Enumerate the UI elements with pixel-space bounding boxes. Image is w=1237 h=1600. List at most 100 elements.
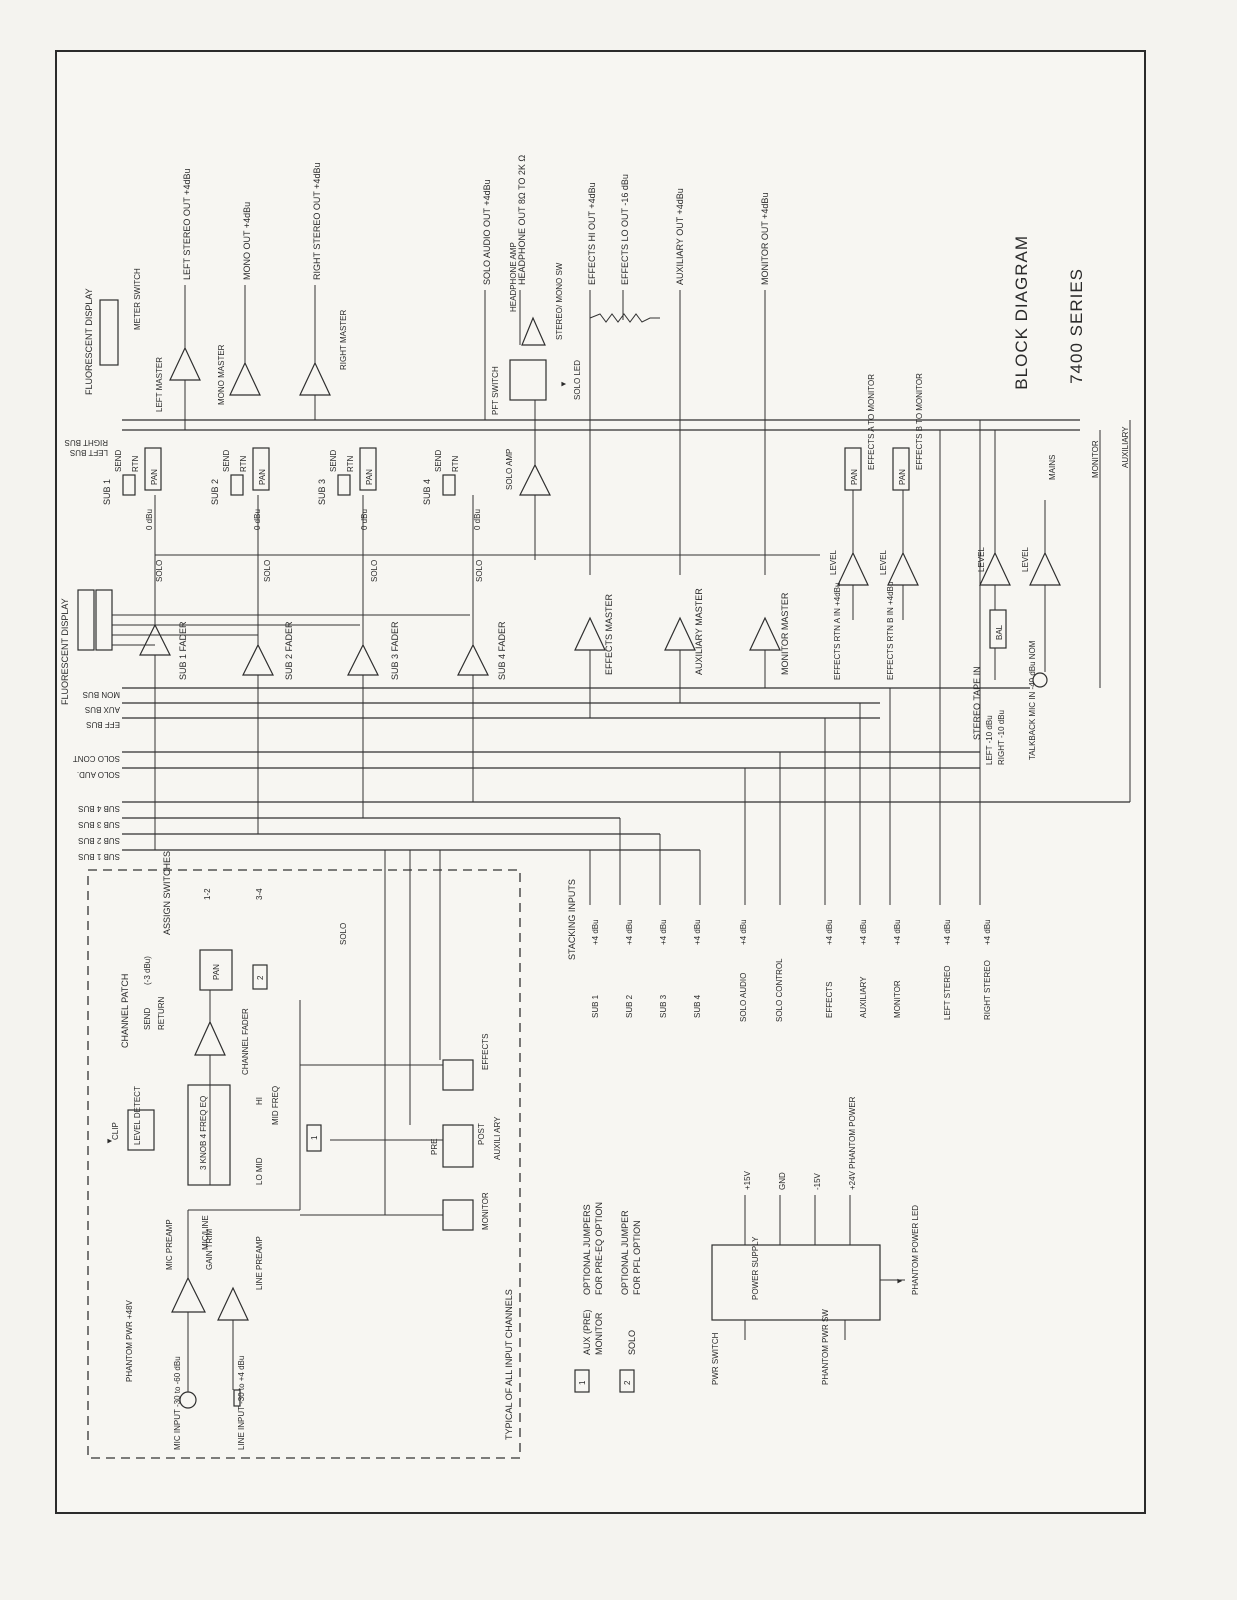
svg-text:SOLO: SOLO — [155, 560, 164, 582]
svg-text:+4 dBu: +4 dBu — [943, 919, 952, 945]
stacking-input: SUB 4 — [693, 994, 702, 1018]
solo-led-icon: ▼ — [559, 380, 568, 388]
svg-text:+4 dBu: +4 dBu — [693, 919, 702, 945]
svg-text:MONITOR: MONITOR — [481, 1192, 490, 1230]
meter-switch-label: METER SWITCH — [133, 268, 142, 330]
svg-text:LEVEL: LEVEL — [879, 550, 888, 575]
svg-text:PAN: PAN — [850, 469, 859, 485]
stereo-mono-label: STEREO/ MONO SW — [555, 262, 564, 340]
svg-text:+4 dBu: +4 dBu — [659, 919, 668, 945]
svg-text:-15V: -15V — [813, 1172, 822, 1190]
svg-text:PRE: PRE — [430, 1139, 439, 1155]
bus-label: MON BUS — [83, 690, 120, 699]
right-master-amp: RIGHT MASTER — [299, 309, 348, 396]
svg-text:MAINS: MAINS — [1048, 455, 1057, 480]
bus-label: RIGHT BUS — [65, 438, 108, 447]
svg-text:1: 1 — [578, 1380, 587, 1385]
svg-text:2: 2 — [623, 1380, 632, 1385]
svg-text:EFFECTS MASTER: EFFECTS MASTER — [604, 593, 614, 675]
power-supply-box — [711, 1244, 881, 1321]
bus-label: SUB 3 BUS — [78, 820, 120, 829]
svg-text:PAN: PAN — [212, 964, 221, 980]
svg-text:0 dBu: 0 dBu — [145, 509, 154, 530]
channel-patch-label: CHANNEL PATCH — [120, 974, 130, 1048]
svg-text:PHANTOM PWR SW: PHANTOM PWR SW — [821, 1309, 830, 1385]
svg-text:POWER SUPPLY: POWER SUPPLY — [751, 1236, 760, 1300]
solo-led-label: SOLO LED — [573, 360, 582, 400]
pfl-switch-label: PFT SWITCH — [491, 366, 500, 415]
svg-text:SUB 2 FADER: SUB 2 FADER — [284, 621, 294, 680]
effects-b-return: PAN EFFECTS B TO MONITOR LEVEL EFFECTS R… — [879, 373, 924, 680]
stacking-input: MONITOR — [893, 980, 902, 1018]
svg-text:SEND: SEND — [434, 450, 443, 472]
top-buses: RIGHT BUS LEFT BUS — [65, 419, 1080, 457]
svg-text:AUXILI ARY: AUXILI ARY — [493, 1116, 502, 1160]
svg-text:MONO MASTER: MONO MASTER — [217, 344, 226, 405]
sub-3-section: SUB 3 SEND RTN PAN 0 dBu SUB 3 FADER SOL… — [317, 447, 400, 818]
mic-input-label: MIC INPUT -30 to -60 dBu — [173, 1356, 182, 1450]
svg-text:PAN: PAN — [898, 469, 907, 485]
output-label: AUXILIARY OUT +4dBu — [675, 188, 685, 285]
output-label: MONO OUT +4dBu — [242, 202, 252, 280]
svg-text:LEVEL: LEVEL — [977, 547, 986, 572]
sub-1-section: SUB 1 SEND RTN PAN 0 dBu SUB 1 FADER SOL… — [102, 447, 188, 850]
bus-label: SUB 1 BUS — [78, 852, 120, 861]
svg-text:SEND: SEND — [329, 450, 338, 472]
svg-text:3 KNOB 4 FREQ EQ: 3 KNOB 4 FREQ EQ — [199, 1096, 208, 1170]
svg-text:SUB 4 FADER: SUB 4 FADER — [497, 621, 507, 680]
channel-solo-label: SOLO — [339, 923, 348, 945]
svg-text:PHANTOM POWER LED: PHANTOM POWER LED — [911, 1205, 920, 1295]
aux-send-box — [442, 1124, 474, 1168]
channel-pan-box — [199, 949, 233, 991]
svg-text:AUXILIARY MASTER: AUXILIARY MASTER — [694, 588, 704, 675]
stacking-inputs: SUB 1 +4 dBu SUB 2 +4 dBu SUB 3 +4 dBu S… — [591, 919, 992, 1022]
monitor-send-box — [442, 1199, 474, 1231]
stacking-input: SOLO AUDIO — [739, 973, 748, 1022]
svg-text:SUB 2: SUB 2 — [210, 479, 220, 505]
line-preamp: LINE PREAMP — [217, 1236, 264, 1321]
svg-text:0 dBu: 0 dBu — [473, 509, 482, 530]
bottom-buses: MON BUS AUX BUS EFF BUS SOLO CONT SOLO A… — [73, 687, 1130, 861]
output-label: EFFECTS HI OUT +4dBu — [587, 182, 597, 285]
svg-text:BAL: BAL — [995, 624, 1004, 640]
stacking-inputs-title: STACKING INPUTS — [567, 879, 577, 960]
pfl-switch-box — [509, 359, 547, 401]
svg-text:MONITOR MASTER: MONITOR MASTER — [780, 592, 790, 675]
svg-text:HEADPHONE AMP: HEADPHONE AMP — [509, 242, 518, 312]
svg-text:POST: POST — [477, 1123, 486, 1145]
svg-text:RIGHT -10 dBu: RIGHT -10 dBu — [997, 710, 1006, 765]
svg-text:MIC PREAMP: MIC PREAMP — [165, 1219, 174, 1270]
svg-text:PAN: PAN — [150, 469, 159, 485]
solo-amp: SOLO AMP — [505, 449, 551, 496]
display-label: FLUORESCENT DISPLAY — [84, 288, 94, 395]
assign-switches-label: ASSIGN SWITCHES — [162, 851, 172, 935]
sub-4-section: SUB 4 SEND RTN 0 dBu SUB 4 FADER SOLO — [422, 450, 507, 802]
stacking-input: AUXILIARY — [859, 976, 868, 1018]
stacking-input: LEFT STEREO — [943, 965, 952, 1020]
svg-text:1: 1 — [310, 1135, 319, 1140]
svg-text:SOLO AMP: SOLO AMP — [505, 449, 514, 490]
auxiliary-master-amp: AUXILIARY MASTER — [664, 588, 704, 675]
jumper-2 — [252, 964, 268, 990]
svg-text:AUX (PRE): AUX (PRE) — [582, 1309, 592, 1355]
headphone-amp: HEADPHONE AMP — [509, 242, 546, 346]
line-jack-icon — [233, 1389, 241, 1407]
svg-text:LEFT -10 dBu: LEFT -10 dBu — [985, 715, 994, 765]
bus-label: SUB 4 BUS — [78, 804, 120, 813]
svg-text:+15V: +15V — [743, 1170, 752, 1190]
bus-label: SUB 2 BUS — [78, 836, 120, 845]
bus-label: AUX BUS — [85, 705, 120, 714]
svg-text:+4 dBu: +4 dBu — [739, 919, 748, 945]
effects-send-box — [442, 1059, 474, 1091]
svg-text:STEREO TAPE IN: STEREO TAPE IN — [972, 666, 982, 740]
legend-key-2 — [619, 1369, 635, 1393]
display-label: FLUORESCENT DISPLAY — [60, 598, 70, 705]
svg-text:1-2: 1-2 — [203, 888, 212, 900]
bus-label: EFF BUS — [86, 720, 120, 729]
svg-text:AUXILIARY: AUXILIARY — [1121, 426, 1130, 468]
svg-text:+4 dBu: +4 dBu — [859, 919, 868, 945]
clip-led-icon: ▼ — [105, 1137, 114, 1145]
stacking-input: SUB 2 — [625, 994, 634, 1018]
level-detect-box — [127, 1109, 155, 1151]
